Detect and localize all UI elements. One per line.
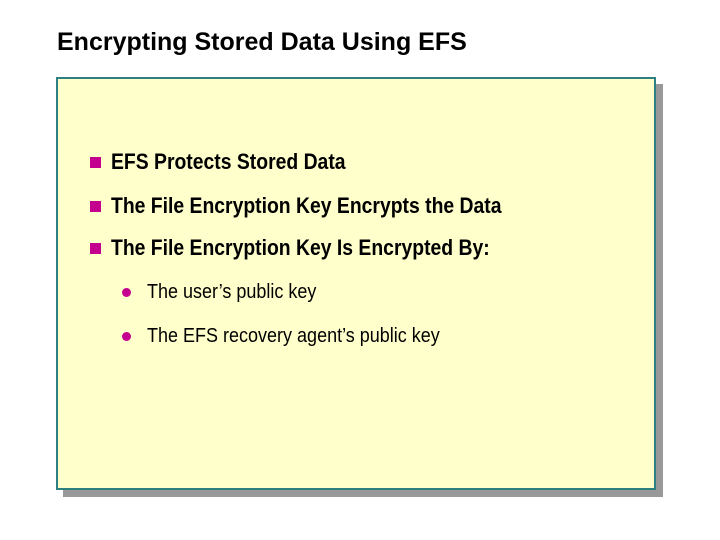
sub-bullet-item: The EFS recovery agent’s public key: [122, 325, 472, 347]
sub-bullet-item: The user’s public key: [122, 281, 335, 303]
sub-bullet-text: The EFS recovery agent’s public key: [147, 325, 440, 347]
bullet-text: The File Encryption Key Encrypts the Dat…: [111, 193, 502, 218]
bullet-square-icon: [90, 156, 101, 168]
slide-title: Encrypting Stored Data Using EFS: [57, 28, 467, 56]
bullet-square-icon: [90, 200, 101, 212]
bullet-item: The File Encryption Key Is Encrypted By:: [90, 236, 541, 260]
bullet-dot-icon: [122, 331, 131, 341]
content-panel: EFS Protects Stored Data The File Encryp…: [56, 77, 656, 490]
bullet-item: EFS Protects Stored Data: [90, 150, 378, 174]
bullet-dot-icon: [122, 287, 131, 297]
bullet-square-icon: [90, 242, 101, 254]
bullet-text: EFS Protects Stored Data: [111, 149, 346, 174]
sub-bullet-text: The user’s public key: [147, 281, 317, 303]
bullet-item: The File Encryption Key Encrypts the Dat…: [90, 194, 555, 218]
bullet-text: The File Encryption Key Is Encrypted By:: [111, 235, 490, 260]
